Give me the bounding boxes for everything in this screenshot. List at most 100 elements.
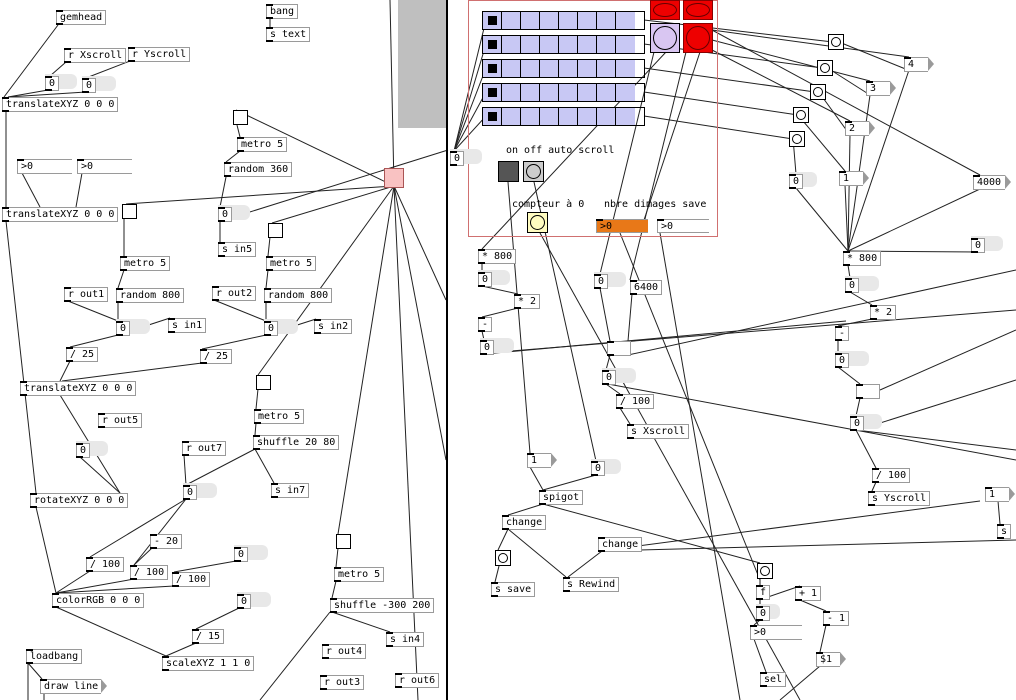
obj-div-100[interactable]: / 100 xyxy=(616,394,655,409)
obj-s-in5[interactable]: s in5 xyxy=(218,242,257,257)
obj-mul-2[interactable]: * 2 xyxy=(870,305,897,320)
number-box[interactable]: 0 xyxy=(218,207,233,222)
bang-button[interactable] xyxy=(757,563,773,579)
toggle[interactable] xyxy=(256,375,271,390)
bang-lilac[interactable] xyxy=(650,23,680,53)
obj-r-out6[interactable]: r out6 xyxy=(395,673,440,688)
obj-r-xscroll[interactable]: r Xscroll xyxy=(64,48,127,63)
number-box[interactable]: 0 xyxy=(450,151,465,166)
number-box[interactable]: 0 xyxy=(237,594,252,609)
toggle[interactable] xyxy=(336,534,351,549)
obj-s-xscroll[interactable]: s Xscroll xyxy=(627,424,690,439)
obj-s-in2[interactable]: s in2 xyxy=(314,319,353,334)
obj-change[interactable]: change xyxy=(502,515,547,530)
obj-translateXYZ-1[interactable]: translateXYZ 0 0 0 xyxy=(1,97,119,112)
obj-change[interactable]: change xyxy=(598,537,643,552)
obj-empty[interactable] xyxy=(607,341,631,356)
obj-random-800[interactable]: random 800 xyxy=(264,288,333,303)
msg-1[interactable]: 1 xyxy=(839,171,869,186)
bang-button[interactable] xyxy=(793,107,809,123)
obj-s-in1[interactable]: s in1 xyxy=(168,318,207,333)
bang-reset[interactable] xyxy=(527,212,548,233)
number2-white[interactable]: >0 xyxy=(657,219,709,233)
msg-2[interactable]: 2 xyxy=(845,121,875,136)
number-box[interactable]: 0 xyxy=(971,238,986,253)
obj-plus-1[interactable]: + 1 xyxy=(795,586,822,601)
number-box[interactable]: 0 xyxy=(789,174,804,189)
obj-r-yscroll[interactable]: r Yscroll xyxy=(128,47,191,62)
bang-button[interactable] xyxy=(817,60,833,76)
hradio-5[interactable] xyxy=(482,107,645,126)
number-box[interactable]: 0 xyxy=(478,272,493,287)
number-box[interactable]: 0 xyxy=(756,606,771,621)
number-box[interactable]: 0 xyxy=(116,321,131,336)
obj-s-text[interactable]: s text xyxy=(266,27,311,42)
number-box[interactable]: 0 xyxy=(594,274,609,289)
obj-shuffle-20-80[interactable]: shuffle 20 80 xyxy=(253,435,340,450)
hradio-2[interactable] xyxy=(482,35,645,54)
obj-f[interactable]: f xyxy=(756,585,771,600)
toggle-on[interactable] xyxy=(498,161,519,182)
msg-1[interactable]: 1 xyxy=(985,487,1015,502)
obj-colorRGB[interactable]: colorRGB 0 0 0 xyxy=(52,593,145,608)
bang-button[interactable] xyxy=(495,550,511,566)
obj-div-100[interactable]: / 100 xyxy=(130,565,169,580)
msg-4[interactable]: 4 xyxy=(904,57,934,72)
number-box[interactable]: 0 xyxy=(82,78,97,93)
number-box[interactable]: 0 xyxy=(845,278,860,293)
obj-metro-5[interactable]: metro 5 xyxy=(237,137,288,152)
obj-div-100[interactable]: / 100 xyxy=(872,468,911,483)
bang-red[interactable] xyxy=(650,0,680,20)
obj-s-save[interactable]: s save xyxy=(491,582,536,597)
obj-metro-5[interactable]: metro 5 xyxy=(334,567,385,582)
hradio-4[interactable] xyxy=(482,83,645,102)
number-box[interactable]: 0 xyxy=(76,443,91,458)
bang-button[interactable] xyxy=(789,131,805,147)
obj-empty[interactable] xyxy=(856,384,880,399)
hradio-3[interactable] xyxy=(482,59,645,78)
bang-off[interactable] xyxy=(523,161,544,182)
bang-red[interactable] xyxy=(683,0,713,20)
obj-metro-5[interactable]: metro 5 xyxy=(254,409,305,424)
obj-div-100[interactable]: / 100 xyxy=(172,572,211,587)
toggle[interactable] xyxy=(122,204,137,219)
msg-draw-line[interactable]: draw line xyxy=(40,679,108,694)
obj-minus-1[interactable]: - 1 xyxy=(823,611,850,626)
obj-translateXYZ-3[interactable]: translateXYZ 0 0 0 xyxy=(20,381,137,396)
obj-r-out5[interactable]: r out5 xyxy=(98,413,143,428)
obj-metro-5[interactable]: metro 5 xyxy=(266,256,317,271)
obj-random-360[interactable]: random 360 xyxy=(224,162,293,177)
toggle[interactable] xyxy=(233,110,248,125)
obj-minus[interactable]: - xyxy=(478,317,493,332)
msg-1[interactable]: 1 xyxy=(527,453,557,468)
obj-scaleXYZ[interactable]: scaleXYZ 1 1 0 xyxy=(162,656,255,671)
toggle[interactable] xyxy=(268,223,283,238)
number-box[interactable]: 0 xyxy=(234,547,249,562)
obj-rotateXYZ[interactable]: rotateXYZ 0 0 0 xyxy=(30,493,129,508)
number-box[interactable]: 0 xyxy=(183,485,198,500)
obj-mul-800[interactable]: * 800 xyxy=(478,249,517,264)
bang-button[interactable] xyxy=(810,84,826,100)
msg-4000[interactable]: 4000 xyxy=(973,175,1011,190)
number2-orange[interactable]: >0 xyxy=(596,219,648,233)
number-box[interactable]: 0 xyxy=(835,353,850,368)
obj-mul-800[interactable]: * 800 xyxy=(843,251,882,266)
obj-6400[interactable]: 6400 xyxy=(630,280,663,295)
obj-r-out2[interactable]: r out2 xyxy=(212,286,257,301)
obj-r-out7[interactable]: r out7 xyxy=(182,441,227,456)
obj-shuffle--300-200[interactable]: shuffle -300 200 xyxy=(330,598,435,613)
bang-button[interactable] xyxy=(828,34,844,50)
bang-button-pink[interactable] xyxy=(384,168,404,188)
obj-random-800[interactable]: random 800 xyxy=(116,288,185,303)
hradio-1[interactable] xyxy=(482,11,645,30)
obj-minus[interactable]: - xyxy=(835,326,850,341)
obj-r-out3[interactable]: r out3 xyxy=(320,675,365,690)
obj-div-25[interactable]: / 25 xyxy=(66,347,99,362)
obj-div-25[interactable]: / 25 xyxy=(200,349,233,364)
obj-r-out4[interactable]: r out4 xyxy=(322,644,367,659)
obj-s[interactable]: s xyxy=(997,524,1012,539)
number-box[interactable]: 0 xyxy=(480,340,495,355)
number-box[interactable]: 0 xyxy=(850,416,865,431)
number-box[interactable]: 0 xyxy=(264,321,279,336)
